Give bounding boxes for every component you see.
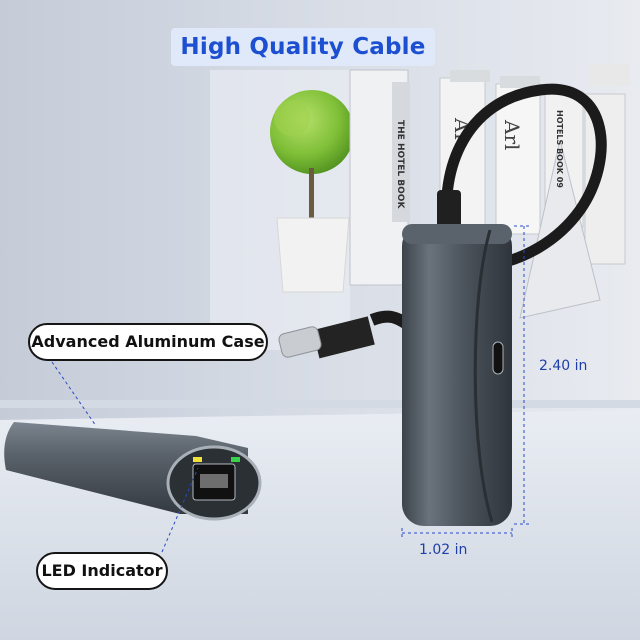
dimension-width-label: 1.02 in: [419, 542, 468, 558]
wall-divider: [0, 400, 640, 408]
dimension-height-label: 2.40 in: [539, 358, 588, 374]
bookshelf: [349, 64, 630, 319]
lying-adapter: [4, 422, 262, 521]
dimension-height: [514, 225, 530, 525]
book-spine-1: THE HOTEL BOOK: [395, 120, 405, 209]
usb-c-cable: [441, 83, 607, 268]
led-indicator-green: [231, 457, 240, 462]
page-title: High Quality Cable: [171, 28, 435, 66]
dimension-width: [401, 528, 513, 538]
callout-aluminum-case: Advanced Aluminum Case: [28, 323, 268, 361]
potted-plant: [270, 90, 354, 293]
cable-strain-relief: [437, 190, 461, 232]
usb-c-port: [492, 341, 504, 375]
book-spine-3: Arl: [500, 119, 524, 150]
standing-adapter: [402, 224, 512, 526]
led-indicator-yellow: [193, 457, 202, 462]
callout-line-case: [51, 361, 97, 427]
book-spine-2: HOTELS BOOK 09: [555, 110, 564, 188]
callout-led-indicator: LED Indicator: [36, 552, 168, 590]
